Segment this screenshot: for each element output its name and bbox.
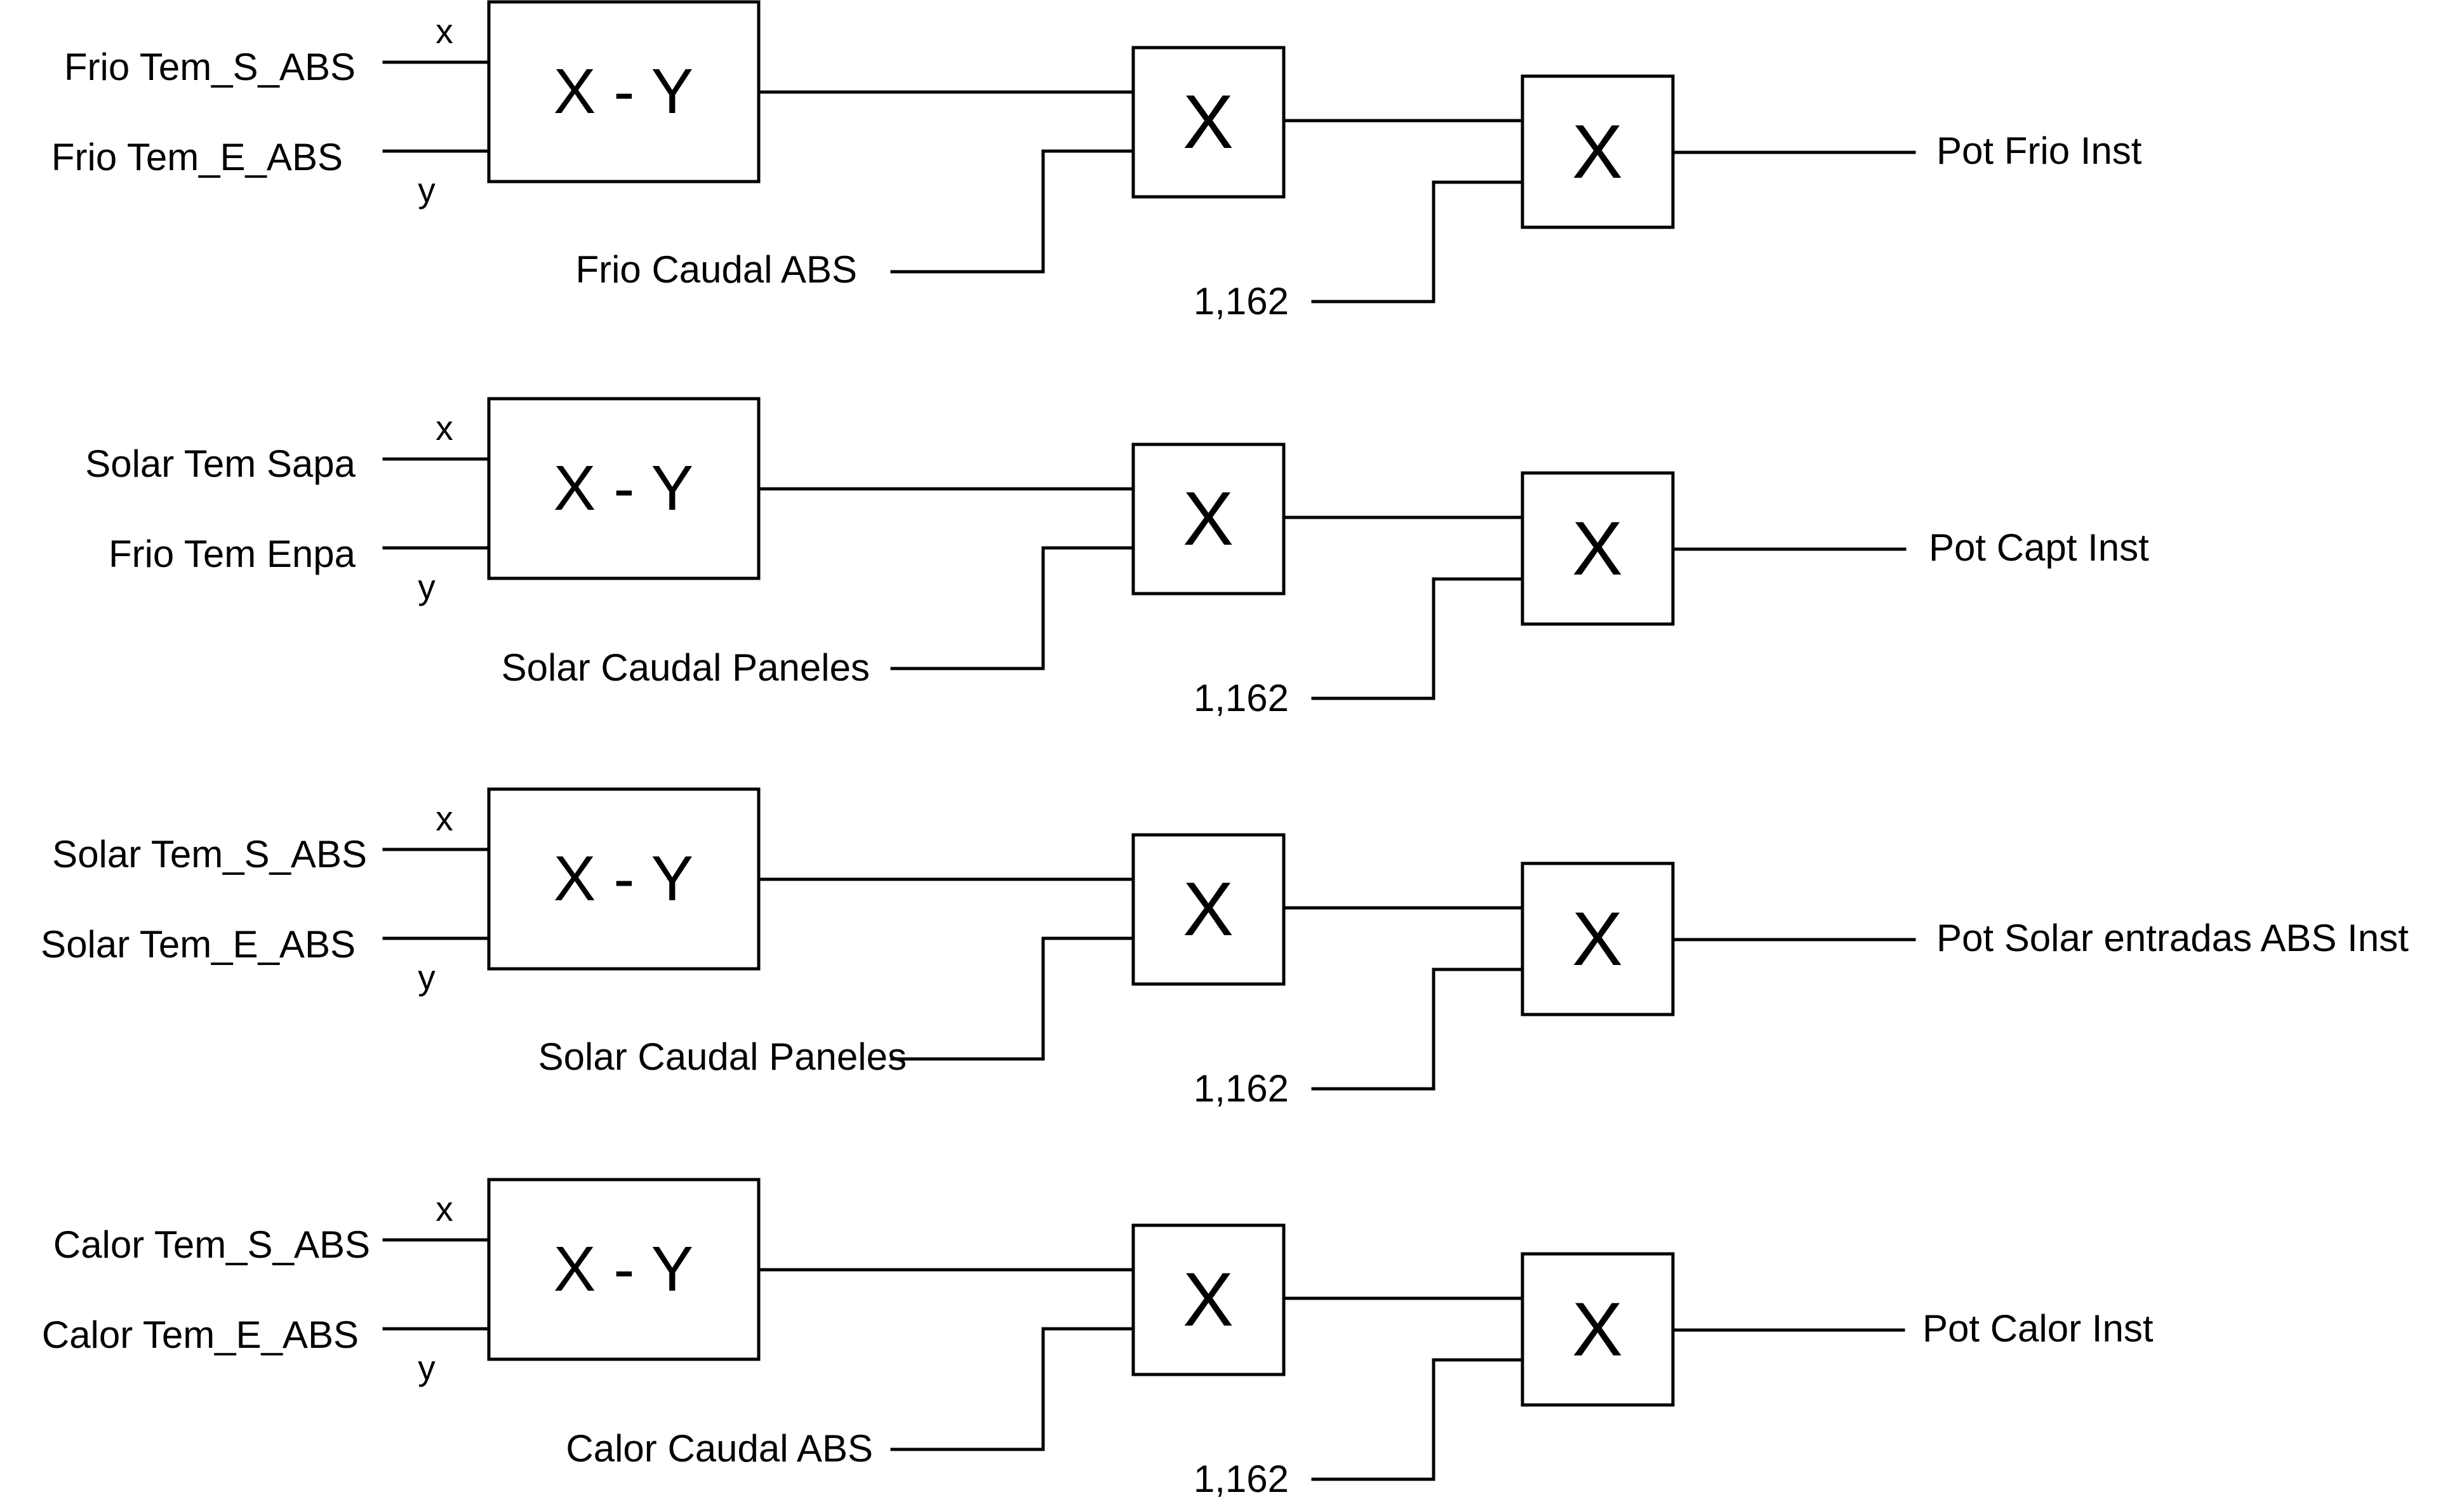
subtract-block — [487, 787, 761, 971]
multiply-operator-1: X — [1183, 1257, 1234, 1342]
constant-label: 1,162 — [1194, 677, 1289, 719]
port-y-label: y — [418, 567, 436, 606]
input-y-label: Calor Tem_E_ABS — [42, 1314, 359, 1356]
caudal-label: Solar Caudal Paneles — [502, 646, 870, 689]
constant-wire — [1311, 968, 1524, 1091]
multiply-operator-2: X — [1572, 506, 1623, 591]
caudal-wire — [890, 546, 1135, 670]
port-x-label: x — [436, 408, 453, 448]
constant-wire — [1311, 1358, 1524, 1481]
multiply-operator-2: X — [1572, 109, 1623, 194]
multiply-operator-2: X — [1572, 896, 1623, 982]
input-y-label: Frio Tem Enpa — [109, 533, 356, 575]
port-x-label: x — [436, 799, 453, 838]
multiply-operator-1: X — [1183, 867, 1234, 952]
port-x-label: x — [436, 1189, 453, 1228]
output-label: Pot Frio Inst — [1936, 130, 2142, 172]
constant-label: 1,162 — [1194, 280, 1289, 323]
subtract-operator: X - Y — [554, 453, 693, 524]
port-y-label: y — [418, 957, 436, 997]
diagram-row: Solar Tem Sapa Frio Tem Enpa x y X - Y S… — [85, 397, 2149, 719]
input-x-label: Calor Tem_S_ABS — [53, 1223, 370, 1266]
caudal-wire — [890, 936, 1135, 1061]
multiply-block-2 — [1521, 471, 1675, 626]
subtract-operator: X - Y — [554, 56, 693, 127]
caudal-wire — [890, 1327, 1135, 1451]
constant-label: 1,162 — [1194, 1458, 1289, 1500]
port-x-label: x — [436, 11, 453, 51]
multiply-operator-1: X — [1183, 79, 1234, 164]
output-label: Pot Solar entradas ABS Inst — [1936, 917, 2409, 959]
subtract-block — [487, 397, 761, 580]
input-x-label: Frio Tem_S_ABS — [64, 46, 356, 88]
caudal-label: Frio Caudal ABS — [575, 248, 857, 291]
port-y-label: y — [418, 1348, 436, 1387]
multiply-block-1 — [1131, 46, 1286, 199]
subtract-operator: X - Y — [554, 1234, 693, 1305]
output-label: Pot Calor Inst — [1922, 1307, 2154, 1350]
input-x-label: Solar Tem_S_ABS — [52, 833, 367, 875]
caudal-label: Solar Caudal Paneles — [538, 1035, 907, 1078]
input-y-label: Frio Tem_E_ABS — [51, 136, 343, 178]
input-x-label: Solar Tem Sapa — [85, 443, 356, 485]
subtract-block — [487, 0, 761, 183]
diagram-row: Frio Tem_S_ABS Frio Tem_E_ABS x y X - Y … — [51, 0, 2142, 323]
multiply-operator-2: X — [1572, 1287, 1623, 1372]
subtract-block — [487, 1178, 761, 1361]
constant-wire — [1311, 577, 1524, 700]
diagram-row: Calor Tem_S_ABS Calor Tem_E_ABS x y X - … — [42, 1178, 2154, 1500]
input-y-label: Solar Tem_E_ABS — [41, 923, 356, 966]
subtract-operator: X - Y — [554, 843, 693, 914]
port-y-label: y — [418, 170, 436, 210]
multiply-operator-1: X — [1183, 476, 1234, 561]
diagram-row: Solar Tem_S_ABS Solar Tem_E_ABS x y X - … — [41, 787, 2409, 1110]
caudal-label: Calor Caudal ABS — [566, 1427, 873, 1470]
output-label: Pot Capt Inst — [1929, 526, 2149, 569]
caudal-wire — [890, 149, 1135, 274]
constant-wire — [1311, 180, 1524, 303]
constant-label: 1,162 — [1194, 1067, 1289, 1110]
multiply-block-2 — [1521, 74, 1675, 229]
